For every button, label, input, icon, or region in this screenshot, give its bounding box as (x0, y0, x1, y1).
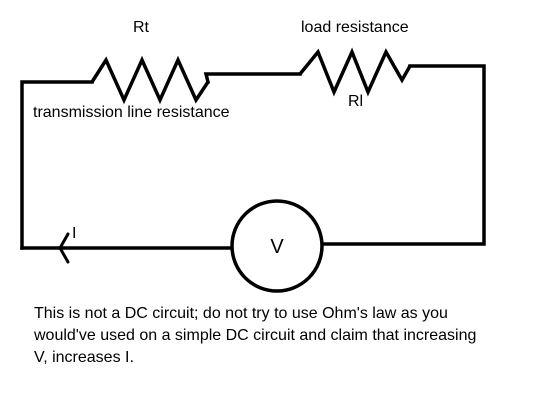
caption-line-2: would've used on a simple DC circuit and… (34, 327, 477, 344)
wire-right (320, 64, 486, 246)
wire-left-top (20, 80, 94, 250)
wire-top-middle (203, 72, 302, 85)
label-rt: Rt (133, 19, 150, 36)
caption-line-1: This is not a DC circuit; do not try to … (34, 305, 448, 322)
label-rl: Rl (348, 93, 363, 110)
resistor-rt (90, 55, 210, 105)
current-arrow-icon (58, 232, 70, 264)
label-current: I (72, 225, 76, 242)
label-voltage-source: V (270, 236, 284, 258)
label-load-resistance: load resistance (301, 19, 409, 36)
resistor-rl (298, 47, 412, 97)
label-transmission-line-resistance: transmission line resistance (33, 104, 230, 121)
caption-line-3: V, increases I. (34, 349, 134, 366)
caption-text: This is not a DC circuit; do not try to … (34, 303, 524, 369)
voltage-source-circle (230, 199, 324, 293)
